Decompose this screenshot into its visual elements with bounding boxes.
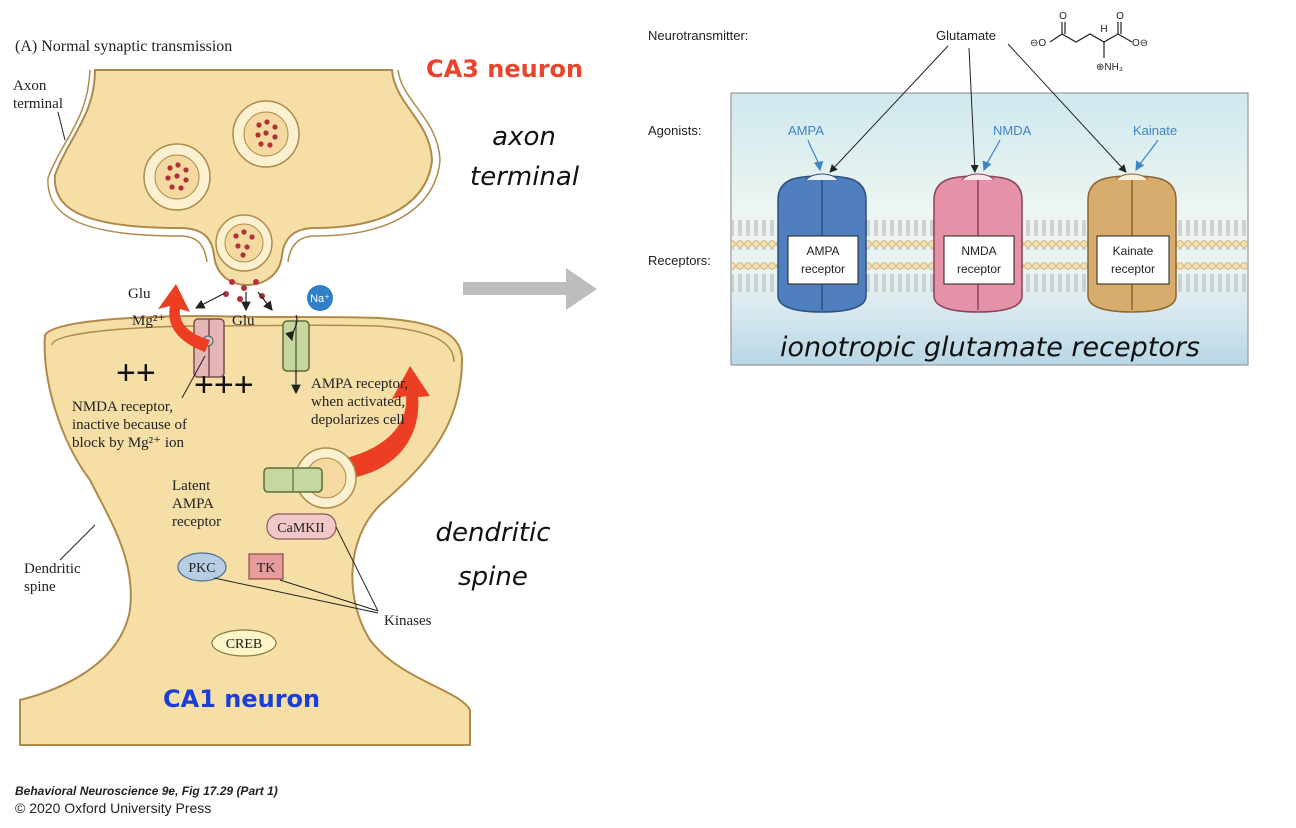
- molecule-carboxylate-left: ⊖O: [1030, 38, 1046, 49]
- kainate-receptor-label-line1: Kainate: [1113, 244, 1154, 258]
- pkc-label: PKC: [188, 561, 215, 576]
- nmda-desc-line1: NMDA receptor,: [72, 399, 173, 415]
- panel-title: (A) Normal synaptic transmission: [15, 38, 232, 55]
- camkii-box: [266, 513, 337, 540]
- axon-label-line1: Axon: [13, 78, 47, 94]
- left-synapse-panel: [19, 69, 471, 746]
- dendritic-spine-label-line2: spine: [24, 579, 56, 595]
- tk-box: [248, 553, 284, 580]
- ampa-receptor-label-line2: receptor: [801, 262, 845, 276]
- latent-line2: AMPA: [172, 496, 214, 512]
- kainate-receptor-icon: [1087, 173, 1177, 313]
- nmda-receptor-label-line2: receptor: [957, 262, 1001, 276]
- plus-charges-left: ++: [116, 354, 156, 392]
- nmda-receptor-icon: [933, 173, 1023, 313]
- molecule-carboxylate-right: O⊖: [1132, 38, 1148, 49]
- agonist-kainate-label: Kainate: [1133, 123, 1177, 138]
- glutamate-dots: [165, 119, 278, 302]
- na-ion-label: Na⁺: [310, 293, 330, 305]
- glu-label-center: Glu: [232, 313, 255, 329]
- transition-arrow: [463, 268, 597, 310]
- red-arrow-up-left: [158, 284, 210, 352]
- pkc-ellipse: [177, 552, 227, 582]
- agonist-nmda-label: NMDA: [993, 123, 1032, 138]
- molecule-amine: ⊕NH₃: [1096, 62, 1123, 73]
- nmda-receptor-label-line1: NMDA: [961, 244, 996, 258]
- credit-line2: © 2020 Oxford University Press: [15, 800, 212, 816]
- ampa-receptor-icon: [777, 173, 867, 313]
- nmda-desc-line2: inactive because of: [72, 417, 187, 433]
- kinases-label: Kinases: [384, 613, 432, 629]
- latent-line3: receptor: [172, 514, 221, 530]
- axon-terminal-shape: [53, 69, 434, 287]
- agonist-ampa-label: AMPA: [788, 123, 824, 138]
- glutamate-structure: [1049, 22, 1133, 58]
- creb-label: CREB: [226, 637, 263, 652]
- nmda-desc-line3: block by Mg²⁺ ion: [72, 435, 184, 451]
- tk-label: TK: [257, 561, 276, 576]
- ionotropic-receptors-label: ionotropic glutamate receptors: [779, 332, 1201, 363]
- dendritic-spine-label-line1: Dendritic: [24, 561, 81, 577]
- plus-charges-right: +++: [194, 366, 254, 404]
- sodium-ion-icon: [307, 285, 333, 311]
- molecule-hydrogen: H: [1100, 24, 1107, 35]
- latent-line1: Latent: [172, 478, 211, 494]
- agonists-label: Agonists:: [648, 123, 701, 138]
- dendritic-spine-shape: [19, 314, 471, 746]
- docked-vesicle: [215, 214, 273, 272]
- camkii-label: CaMKII: [277, 521, 325, 536]
- dendritic-spine-slide-line1: dendritic: [435, 518, 551, 548]
- dendritic-spine-slide-line2: spine: [458, 562, 528, 592]
- axon-terminal-slide-line1: axon: [492, 122, 556, 152]
- mg-label: Mg²⁺: [132, 313, 165, 329]
- ampa-desc-line2: when activated,: [311, 394, 405, 410]
- ampa-desc-line3: depolarizes cell: [311, 412, 405, 428]
- glutamate-label: Glutamate: [936, 28, 996, 43]
- red-arrow-up-right: [346, 366, 430, 478]
- creb-ellipse: [211, 629, 277, 657]
- molecule-oxygen-1: O: [1059, 11, 1067, 22]
- latent-ampa-receptor: [263, 447, 357, 509]
- glu-label-left: Glu: [128, 286, 151, 302]
- kainate-receptor-label-line2: receptor: [1111, 262, 1155, 276]
- ca3-neuron-label: CA3 neuron: [426, 55, 584, 83]
- axon-label-line2: terminal: [13, 96, 63, 112]
- ampa-receptor-label-line1: AMPA: [806, 244, 839, 258]
- receptors-label: Receptors:: [648, 253, 711, 268]
- ampa-desc-line1: AMPA receptor,: [311, 376, 408, 392]
- neurotransmitter-label: Neurotransmitter:: [648, 28, 748, 43]
- credit-line1: Behavioral Neuroscience 9e, Fig 17.29 (P…: [15, 784, 278, 798]
- axon-terminal-slide-line2: terminal: [470, 162, 580, 192]
- receptor-panel: [730, 22, 1249, 366]
- ca1-neuron-label: CA1 neuron: [163, 685, 321, 713]
- molecule-oxygen-2: O: [1116, 11, 1124, 22]
